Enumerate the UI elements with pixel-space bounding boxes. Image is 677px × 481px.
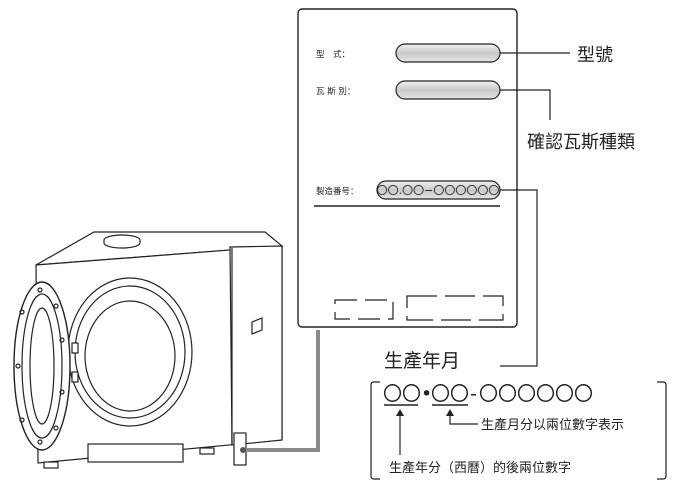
dryer-illustration [13,231,284,469]
format-serial: 〇〇〇〇〇〇 [479,383,593,405]
format-month: 〇〇 [431,383,469,405]
model-callout: 型號 [577,45,613,66]
model-field [395,43,501,63]
model-field-label: 型 式： [316,49,350,60]
plate-box-left [334,299,394,320]
left-bracket [370,381,380,480]
year-note: 生產年分（西曆）的後兩位數字 [389,460,571,476]
callout-lines [500,52,570,367]
nameplate: 型 式： 瓦 斯 別： 製造番号： 〇〇.〇〇−〇〇〇〇〇〇 [297,8,518,328]
format-dash: - [470,383,477,405]
serial-field-label: 製造番号： [316,186,359,197]
month-note: 生產月分以兩位數字表示 [481,417,624,433]
gas-field-label: 瓦 斯 別： [316,86,355,97]
production-date-callout: 生產年月 [384,350,460,372]
format-explanation: 〇〇 • 〇〇 - 〇〇〇〇〇〇 生產月分以兩位數字表示 生產年分（西曆）的後兩… [370,381,667,480]
format-dot: • [421,383,432,405]
right-bracket [657,381,667,480]
plate-box-right [406,295,504,321]
serial-field-value: 〇〇.〇〇−〇〇〇〇〇〇 [377,184,500,197]
gas-type-callout: 確認瓦斯種類 [527,132,635,153]
gas-field [395,80,501,100]
format-year: 〇〇 [383,383,421,405]
connection-line [243,330,320,452]
connection-dot [240,447,246,453]
